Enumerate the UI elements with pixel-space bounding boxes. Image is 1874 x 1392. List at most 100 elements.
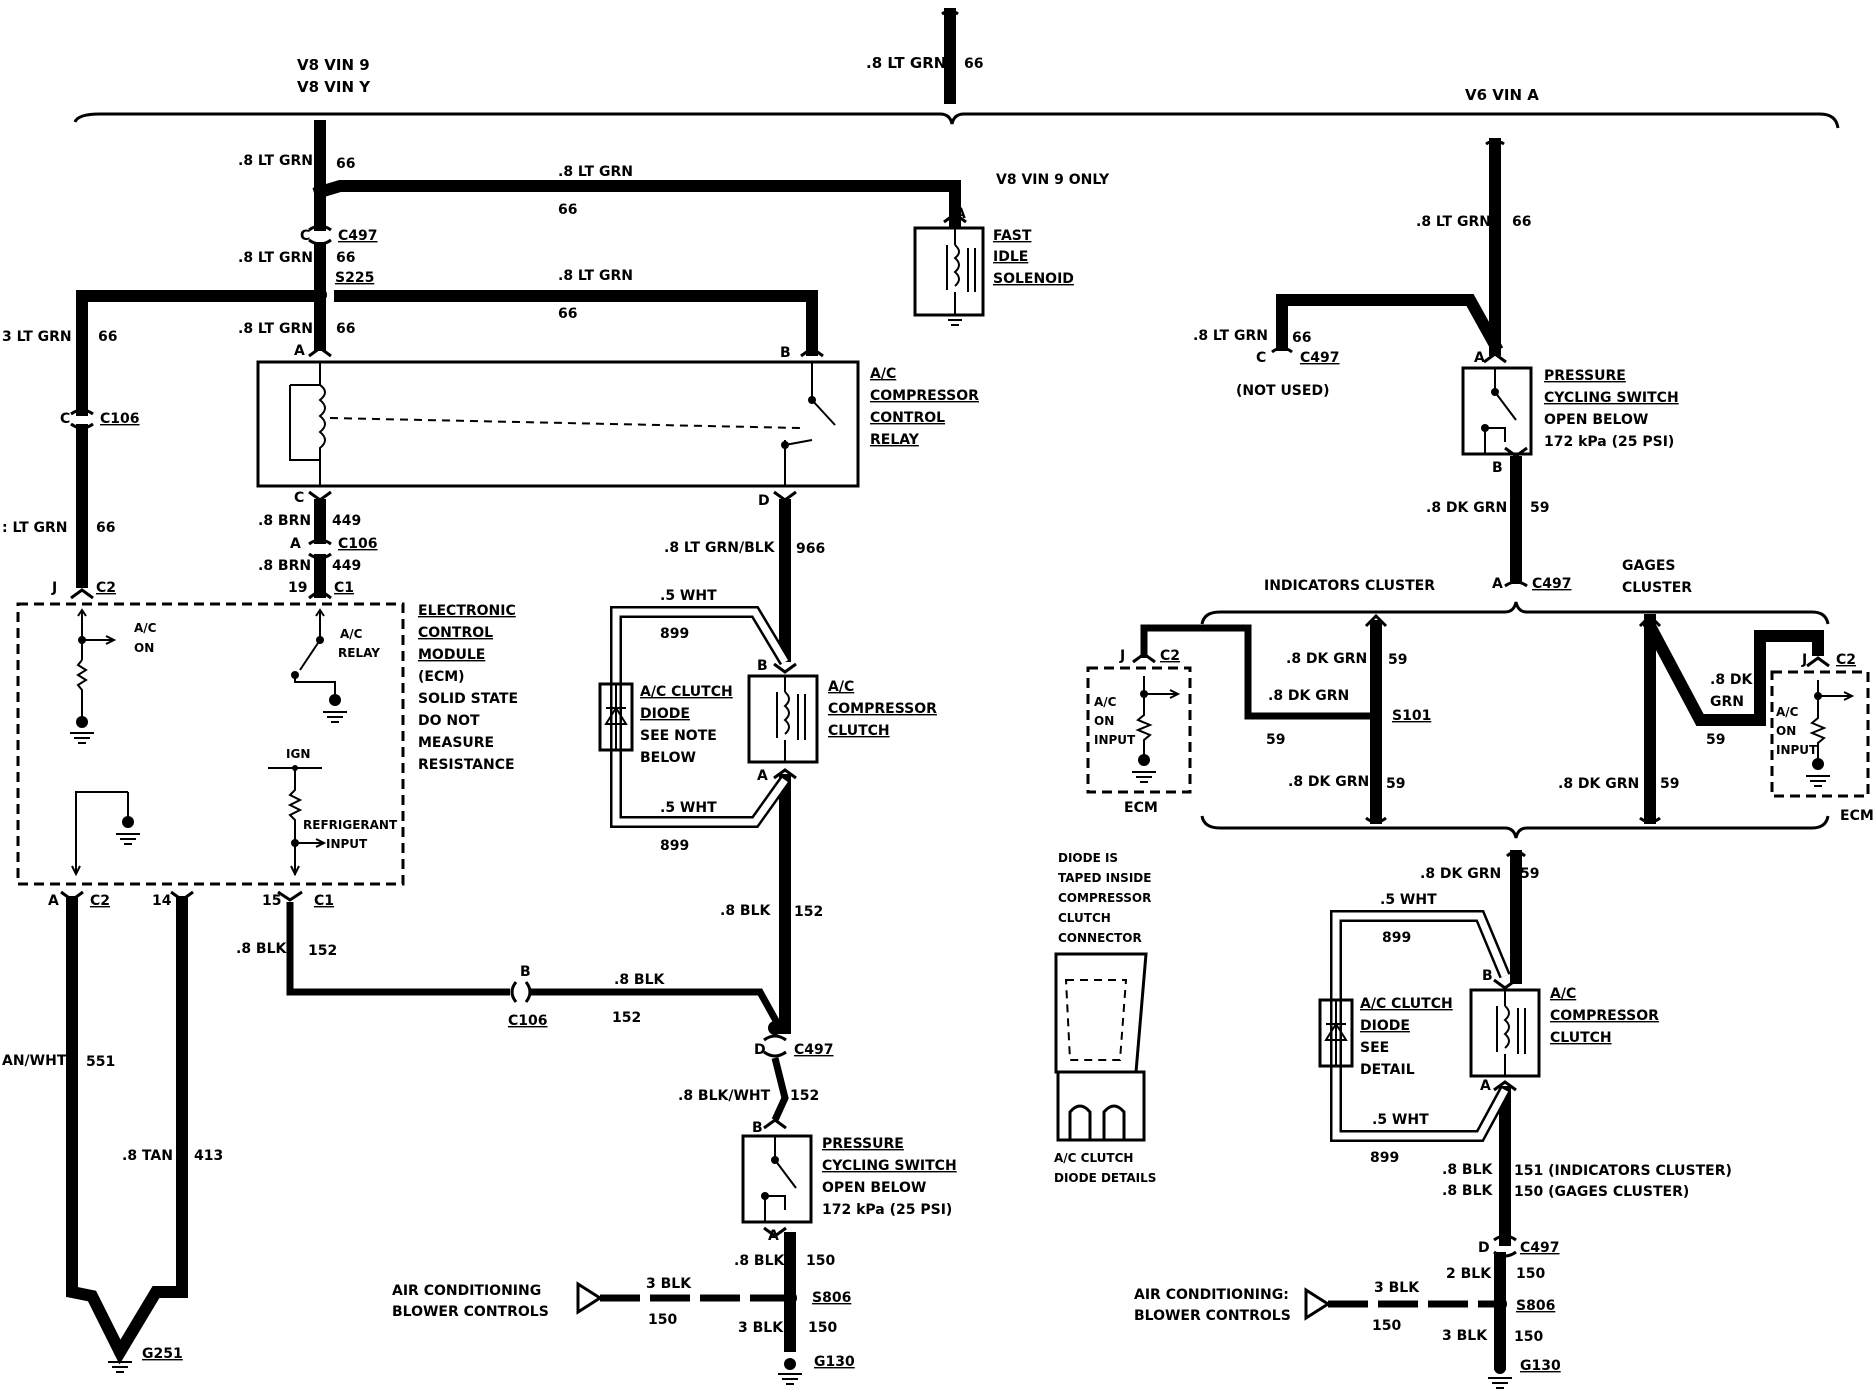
- diagram-label: DIODE: [1360, 1018, 1410, 1034]
- diagram-label: S806: [1516, 1298, 1555, 1314]
- diagram-label: 59: [1386, 776, 1405, 792]
- diagram-label: CLUTCH: [1550, 1030, 1612, 1046]
- diagram-label: PRESSURE: [1544, 368, 1626, 384]
- diagram-label: A: [768, 1228, 779, 1244]
- diagram-label: C: [60, 411, 70, 427]
- right-lower-ground: [1304, 1234, 1517, 1389]
- diagram-label: A: [955, 206, 966, 222]
- diagram-label: A/C CLUTCH: [640, 684, 733, 700]
- diagram-label: 2 BLK: [1446, 1266, 1492, 1282]
- diagram-label: 150: [1514, 1329, 1543, 1345]
- diagram-label: 59: [1530, 500, 1549, 516]
- diagram-label: AIR CONDITIONING:: [1134, 1287, 1289, 1303]
- diagram-label: D: [758, 493, 770, 509]
- diagram-label: 66: [1292, 330, 1311, 346]
- diagram-label: 413: [194, 1148, 223, 1164]
- diagram-label: BLOWER CONTROLS: [392, 1304, 549, 1320]
- label-v8-vin9: V8 VIN 9: [297, 56, 370, 74]
- diagram-label: CYCLING SWITCH: [1544, 390, 1679, 406]
- diagram-label: 150: [806, 1253, 835, 1269]
- diagram-label: G130: [814, 1354, 855, 1370]
- diagram-label: .8 LT GRN: [238, 153, 313, 169]
- diagram-label: FAST: [993, 228, 1032, 244]
- diagram-label: 15: [262, 893, 281, 909]
- ecm-ac-on-input-right: [1770, 656, 1870, 798]
- diagram-label: C2: [1836, 652, 1856, 668]
- diagram-label: OPEN BELOW: [1544, 412, 1648, 428]
- diagram-label: 66: [96, 520, 115, 536]
- diagram-label: 150: [648, 1312, 677, 1328]
- diagram-label: 152: [794, 904, 823, 920]
- diagram-label: CYCLING SWITCH: [822, 1158, 957, 1174]
- diagram-label: .8 DK GRN: [1420, 866, 1501, 882]
- diagram-label: S225: [335, 270, 374, 286]
- diagram-label: C106: [338, 536, 378, 552]
- diagram-label: .8 DK: [1710, 672, 1754, 688]
- diagram-label: INDICATORS CLUSTER: [1264, 578, 1435, 594]
- diagram-label: MODULE: [418, 647, 485, 663]
- diagram-label: DETAIL: [1360, 1062, 1415, 1078]
- diagram-label: 172 kPa (25 PSI): [1544, 434, 1674, 450]
- diagram-label: D: [1478, 1240, 1490, 1256]
- diagram-label: 150: [808, 1320, 837, 1336]
- diagram-label: C497: [338, 228, 378, 244]
- diagram-label: A: [757, 768, 768, 784]
- diagram-label: C106: [100, 411, 140, 427]
- diagram-label: .8 TAN: [122, 1148, 173, 1164]
- diagram-label: B: [1492, 460, 1503, 476]
- diagram-label: 152: [308, 943, 337, 959]
- diagram-label: B: [1482, 968, 1493, 984]
- diagram-label: .5 WHT: [1380, 892, 1437, 908]
- diagram-label: 66: [336, 321, 355, 337]
- diagram-label: 66: [336, 156, 355, 172]
- diagram-label: C: [1256, 350, 1266, 366]
- diagram-label: A: [1492, 576, 1503, 592]
- diagram-label: A/C CLUTCH: [1360, 996, 1453, 1012]
- diagram-label: 59: [1706, 732, 1725, 748]
- diagram-label: .8 BLK: [720, 903, 772, 919]
- diagram-label: 59: [1520, 866, 1539, 882]
- diagram-label: .8 DK GRN: [1558, 776, 1639, 792]
- pressure-cycling-switch-right: [1461, 352, 1533, 588]
- cluster-brace-top: [1200, 601, 1830, 625]
- diagram-label: BELOW: [640, 750, 696, 766]
- diagram-label: .8 BRN: [258, 558, 311, 574]
- diagram-label: GAGES: [1622, 558, 1675, 574]
- diagram-label: .8 BLK: [236, 941, 288, 957]
- diagram-label: C497: [1520, 1240, 1560, 1256]
- diagram-label: G130: [1520, 1358, 1561, 1374]
- diagram-label: 152: [790, 1088, 819, 1104]
- indicators-cluster-wiring: [1140, 613, 1388, 824]
- diagram-label: ON: [1776, 724, 1796, 738]
- ac-clutch-diode-left: [598, 606, 791, 828]
- diagram-label: A/C: [1776, 705, 1799, 719]
- diagram-label: 66: [964, 56, 983, 72]
- diagram-label: .8 DK GRN: [1286, 651, 1367, 667]
- diagram-label: 151 (INDICATORS CLUSTER): [1514, 1163, 1732, 1179]
- diagram-label: 59: [1388, 652, 1407, 668]
- diagram-label: .5 WHT: [660, 588, 717, 604]
- diagram-label: ECM: [1124, 800, 1158, 816]
- diagram-label: INPUT: [1776, 743, 1818, 757]
- diagram-label: C497: [794, 1042, 834, 1058]
- ecm-module: [16, 588, 405, 886]
- diagram-label: 899: [1382, 930, 1411, 946]
- diagram-label: J: [51, 580, 57, 596]
- diagram-label: ON: [1094, 714, 1114, 728]
- tan-wires-g251: [66, 896, 188, 1373]
- fast-idle-solenoid: [913, 212, 985, 326]
- diagram-label: PRESSURE: [822, 1136, 904, 1152]
- diagram-label: 3 BLK: [646, 1276, 692, 1292]
- diagram-label: 899: [660, 626, 689, 642]
- right-dkgrn-wire: [1506, 850, 1526, 984]
- diagram-label: (ECM): [418, 669, 465, 685]
- diagram-label: .8 LT GRN: [558, 268, 633, 284]
- diagram-label: (NOT USED): [1236, 383, 1329, 399]
- diagram-label: CLUTCH: [1058, 911, 1111, 925]
- diagram-label: B: [752, 1120, 763, 1136]
- blk-152-wire: [286, 902, 784, 1030]
- label-v8-viny: V8 VIN Y: [297, 78, 371, 96]
- diagram-label: 66: [558, 306, 577, 322]
- diagram-label: TAPED INSIDE: [1058, 871, 1151, 885]
- gages-cluster-wiring: [1638, 613, 1824, 824]
